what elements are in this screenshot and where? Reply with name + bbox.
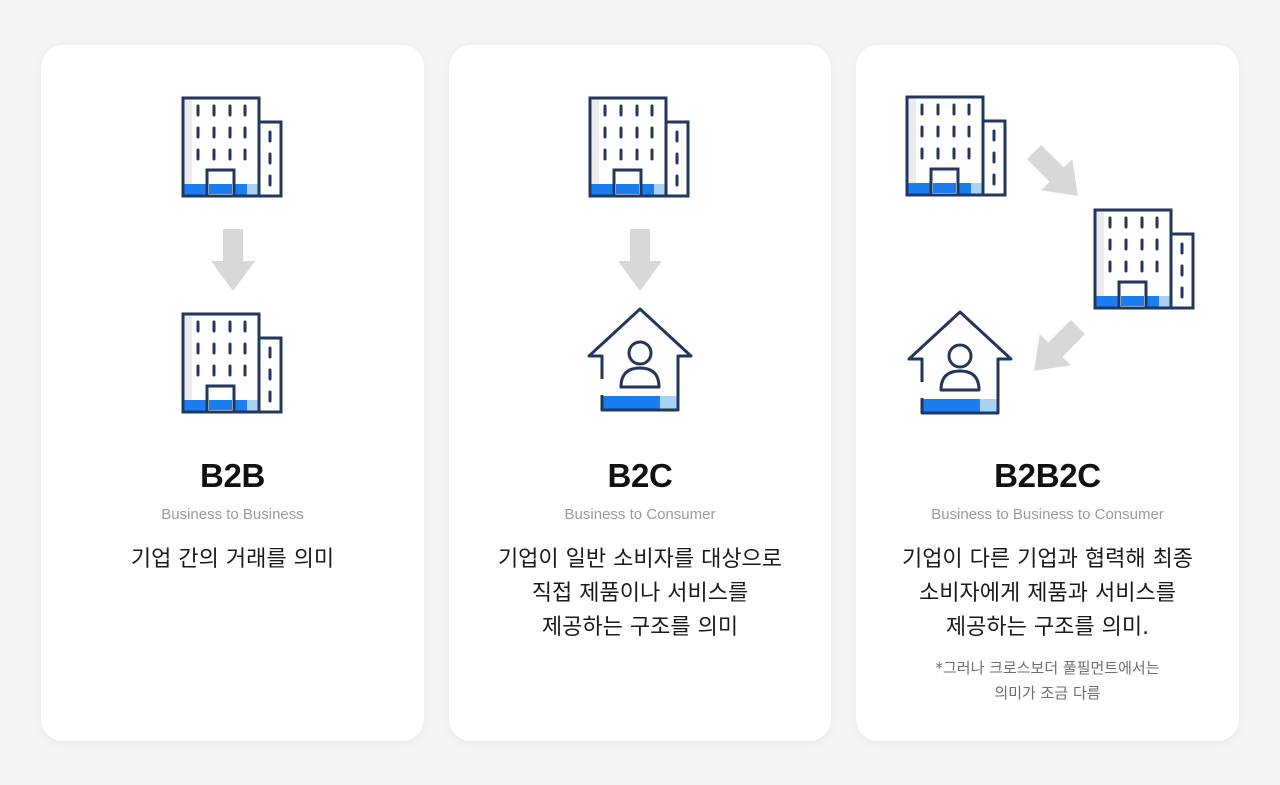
- description-line: 기업이 다른 기업과 협력해 최종: [901, 547, 1194, 572]
- description-line: 소비자에게 제품과 서비스를: [919, 581, 1176, 606]
- b2b-card: B2B Business to Business 기업 간의 거래를 의미: [41, 45, 424, 741]
- card-subtitle: Business to Business: [161, 506, 304, 523]
- card-description: 기업 간의 거래를 의미: [51, 543, 414, 577]
- building-icon: [588, 96, 690, 198]
- house-person-icon: [907, 310, 1013, 415]
- house-person-icon: [587, 307, 693, 412]
- card-title: B2C: [607, 457, 673, 494]
- description-line: 제공하는 구조를 의미.: [945, 615, 1150, 640]
- card-description: 기업이 다른 기업과 협력해 최종 소비자에게 제품과 서비스를 제공하는 구조…: [866, 543, 1229, 645]
- building-icon: [181, 96, 283, 198]
- card-title: B2B2C: [994, 457, 1101, 494]
- description-line: 기업이 일반 소비자를 대상으로: [497, 547, 783, 572]
- building-icon: [905, 95, 1007, 197]
- card-subtitle: Business to Consumer: [564, 506, 716, 523]
- description-line: 제공하는 구조를 의미: [541, 615, 739, 640]
- description-line: 직접 제품이나 서비스를: [531, 581, 749, 606]
- card-description: 기업이 일반 소비자를 대상으로 직접 제품이나 서비스를 제공하는 구조를 의…: [459, 543, 821, 645]
- arrow-down-icon: [618, 229, 662, 291]
- description-line: 기업 간의 거래를 의미: [130, 547, 335, 572]
- arrow-diagonal-down-left-icon: [1018, 311, 1094, 387]
- b2c-card: B2C Business to Consumer 기업이 일반 소비자를 대상으…: [449, 45, 831, 741]
- card-note: *그러나 크로스보더 풀필먼트에서는 의미가 조금 다름: [866, 656, 1229, 706]
- note-line: *그러나 크로스보더 풀필먼트에서는: [935, 659, 1160, 677]
- building-icon: [1093, 208, 1195, 310]
- card-subtitle: Business to Business to Consumer: [931, 506, 1164, 523]
- note-line: 의미가 조금 다름: [994, 684, 1101, 702]
- b2b2c-card: B2B2C Business to Business to Consumer 기…: [856, 45, 1239, 741]
- building-icon: [181, 312, 283, 414]
- arrow-diagonal-down-right-icon: [1018, 136, 1094, 212]
- arrow-down-icon: [211, 229, 255, 291]
- card-title: B2B: [199, 457, 266, 494]
